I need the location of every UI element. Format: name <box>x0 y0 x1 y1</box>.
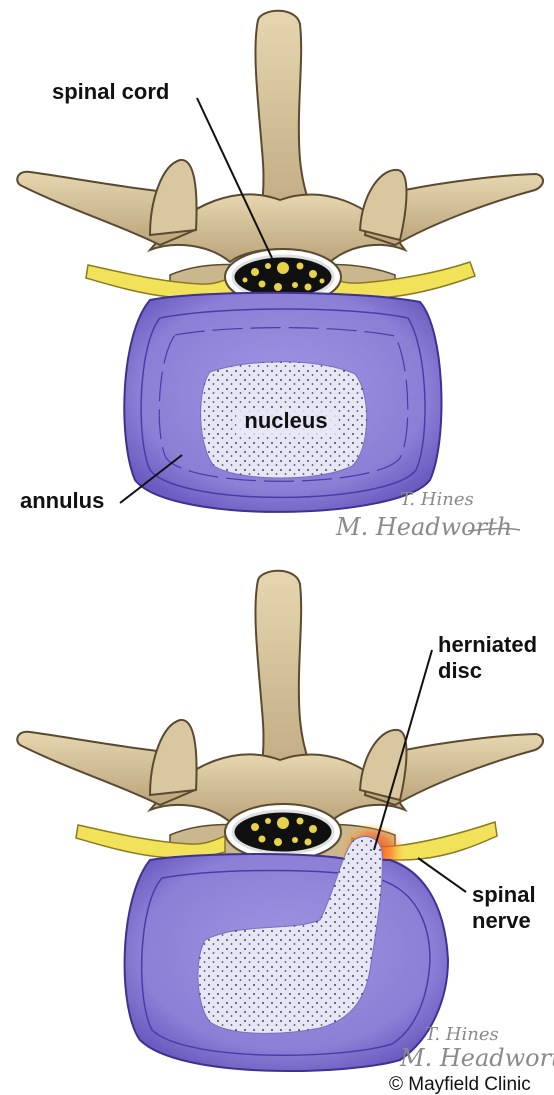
label-spinal: spinal <box>472 882 536 907</box>
left-facet-bottom <box>150 720 197 795</box>
spinal-cord-bottom <box>233 811 333 853</box>
label-annulus: annulus <box>20 488 104 513</box>
bottom-panel: herniated disc spinal nerve T. Hines M. … <box>17 571 554 1072</box>
signature-headworth-top: M. Headworth <box>335 513 512 541</box>
top-panel: spinal cord nucleus annulus T. Hines M. … <box>17 11 543 541</box>
label-spinal-cord: spinal cord <box>52 79 169 104</box>
right-facet <box>360 170 407 240</box>
label-nucleus: nucleus <box>244 408 327 433</box>
spinal-cord <box>233 256 333 298</box>
copyright-notice: © Mayfield Clinic <box>389 1074 531 1095</box>
left-facet <box>150 160 197 235</box>
signature-hines-bottom: T. Hines <box>425 1024 499 1045</box>
label-disc: disc <box>438 658 482 683</box>
label-herniated: herniated <box>438 632 537 657</box>
label-nerve: nerve <box>472 908 531 933</box>
signature-hines-top: T. Hines <box>400 489 474 510</box>
signature-headworth-bottom: M. Headworth <box>399 1044 554 1072</box>
